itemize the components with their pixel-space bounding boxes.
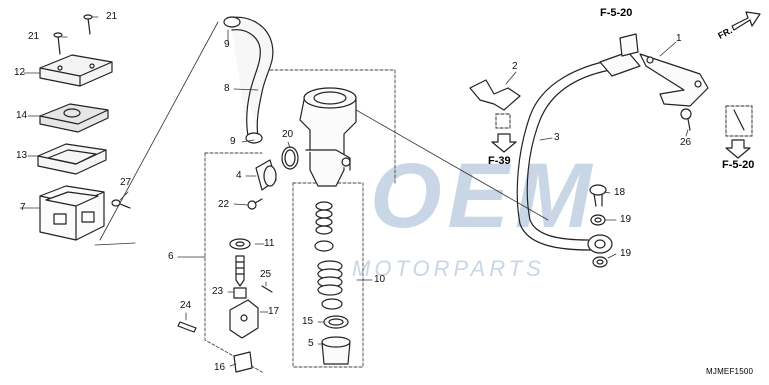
label-part-19-top: 19 bbox=[620, 214, 632, 225]
label-part-4: 4 bbox=[236, 170, 242, 181]
label-part-9-bottom: 9 bbox=[230, 136, 236, 147]
reservoir-hose bbox=[223, 16, 274, 144]
label-part-24: 24 bbox=[180, 300, 192, 311]
clip-16 bbox=[233, 351, 253, 373]
piston-spring bbox=[314, 201, 334, 252]
label-part-9-top: 9 bbox=[224, 39, 230, 50]
pin-24 bbox=[177, 321, 197, 333]
watermark-brand: OEM bbox=[370, 145, 598, 247]
joint-4 bbox=[255, 159, 277, 191]
label-part-1: 1 bbox=[676, 33, 682, 44]
label-part-22: 22 bbox=[218, 199, 230, 210]
label-part-20: 20 bbox=[282, 129, 294, 140]
bolt-26 bbox=[680, 108, 692, 131]
label-part-26: 26 bbox=[680, 137, 692, 148]
reference-label-left: F-39 bbox=[488, 155, 511, 167]
label-part-8: 8 bbox=[224, 83, 230, 94]
push-rod bbox=[235, 255, 245, 287]
master-cylinder bbox=[299, 87, 357, 187]
reservoir-cap bbox=[39, 54, 113, 87]
label-part-21-right: 21 bbox=[106, 11, 118, 22]
reservoir-body bbox=[39, 185, 105, 241]
bolt-reference bbox=[725, 105, 753, 137]
label-part-15: 15 bbox=[302, 316, 314, 327]
bolt-27 bbox=[111, 199, 131, 209]
nut-23 bbox=[233, 287, 247, 299]
cup-5 bbox=[321, 336, 351, 365]
hose-upper-fitting bbox=[599, 33, 641, 77]
reference-arrow-left bbox=[491, 133, 517, 153]
direction-arrow bbox=[731, 11, 761, 31]
label-part-27: 27 bbox=[120, 177, 132, 188]
piston-boot bbox=[317, 260, 343, 310]
label-part-21-left: 21 bbox=[28, 31, 40, 42]
label-part-11: 11 bbox=[264, 238, 275, 249]
brake-hose bbox=[516, 59, 613, 251]
label-part-16: 16 bbox=[214, 362, 226, 373]
clamp-2 bbox=[469, 79, 521, 129]
reservoir-plate bbox=[39, 103, 109, 133]
label-part-2: 2 bbox=[512, 61, 518, 72]
washer-19-bottom bbox=[592, 256, 608, 268]
label-part-6: 6 bbox=[168, 251, 174, 262]
label-part-7: 7 bbox=[20, 202, 26, 213]
boot-11 bbox=[229, 238, 251, 250]
clevis-17 bbox=[229, 299, 259, 339]
bracket-1 bbox=[639, 53, 709, 107]
label-part-23: 23 bbox=[212, 286, 224, 297]
washer-19-top bbox=[590, 214, 606, 226]
label-leaders bbox=[19, 16, 689, 367]
subassembly-box-6 bbox=[204, 152, 263, 373]
master-cylinder-box bbox=[269, 69, 396, 186]
label-part-3: 3 bbox=[554, 132, 560, 143]
label-part-13: 13 bbox=[16, 150, 28, 161]
banjo-fitting bbox=[587, 234, 613, 254]
cotter-pin-25 bbox=[261, 285, 273, 293]
diagram-code: MJMEF1500 bbox=[706, 367, 754, 376]
label-part-5: 5 bbox=[308, 338, 314, 349]
label-part-19-bottom: 19 bbox=[620, 248, 632, 259]
reservoir-diaphragm bbox=[37, 143, 107, 175]
label-part-25: 25 bbox=[260, 269, 272, 280]
label-part-10: 10 bbox=[374, 274, 386, 285]
label-part-12: 12 bbox=[14, 67, 26, 78]
reference-label-right: F-5-20 bbox=[722, 159, 755, 171]
screws-21 bbox=[53, 14, 93, 55]
reference-arrow-right bbox=[725, 139, 751, 159]
oring-20 bbox=[281, 146, 299, 170]
label-part-14: 14 bbox=[16, 110, 28, 121]
bolt-18 bbox=[589, 184, 607, 207]
circlip-15 bbox=[323, 315, 349, 329]
label-part-18: 18 bbox=[614, 187, 626, 198]
reference-label-top: F-5-20 bbox=[600, 7, 633, 19]
bolt-22 bbox=[247, 198, 263, 210]
label-part-17: 17 bbox=[268, 306, 280, 317]
watermark-sub: MOTORPARTS bbox=[352, 256, 545, 281]
